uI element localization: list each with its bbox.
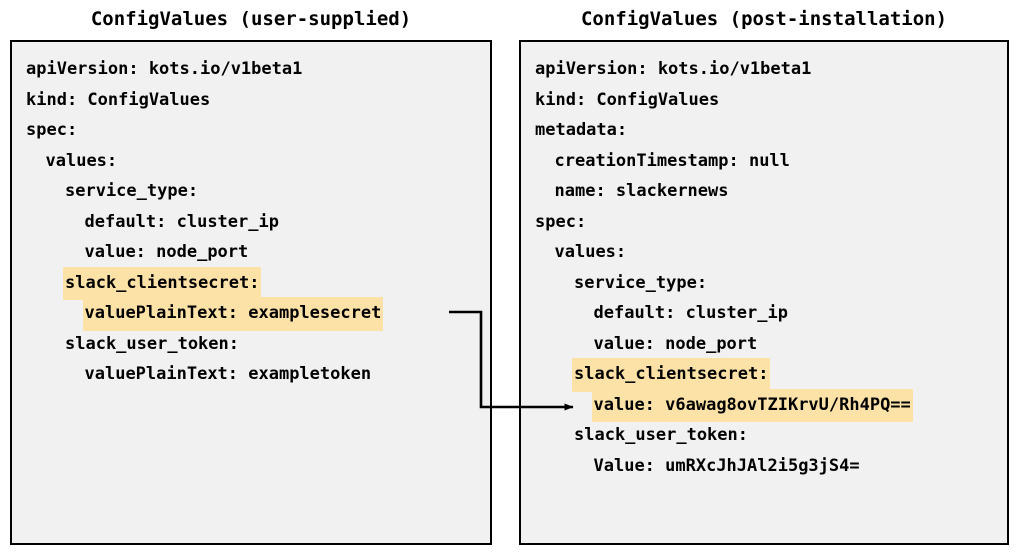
yaml-line: name: slackernews: [521, 175, 1007, 206]
yaml-line-text: kind: ConfigValues: [535, 89, 720, 110]
yaml-line: default: cluster_ip: [521, 297, 1007, 328]
yaml-line-text: values:: [45, 150, 118, 171]
yaml-line-text: default: cluster_ip: [593, 303, 788, 323]
yaml-line-text: service_type:: [574, 272, 708, 293]
yaml-box-post-installation: apiVersion: kots.io/v1beta1 kind: ConfigV…: [519, 40, 1009, 545]
yaml-box-user-supplied: apiVersion: kots.io/v1beta1 kind: ConfigV…: [10, 40, 492, 545]
yaml-line-text: slack_clientsecret:: [63, 266, 262, 300]
yaml-line-text: kind: ConfigValues: [26, 89, 211, 110]
yaml-line: metadata:: [521, 114, 1007, 145]
yaml-content-post-installation: apiVersion: kots.io/v1beta1 kind: ConfigV…: [521, 53, 1007, 480]
yaml-line-text: apiVersion: kots.io/v1beta1: [26, 59, 303, 79]
yaml-line: creationTimestamp: null: [521, 145, 1007, 176]
yaml-line: slack_user_token:: [521, 419, 1007, 450]
yaml-content-user-supplied: apiVersion: kots.io/v1beta1 kind: ConfigV…: [12, 53, 490, 389]
yaml-line: service_type:: [521, 267, 1007, 298]
yaml-line-text: default: cluster_ip: [84, 211, 279, 232]
yaml-line: spec:: [521, 206, 1007, 237]
yaml-line-text: name: slackernews: [554, 181, 729, 201]
yaml-line: kind: ConfigValues: [12, 84, 490, 115]
yaml-line: values:: [12, 145, 490, 176]
panel-title-user-supplied: ConfigValues (user-supplied): [90, 8, 412, 30]
yaml-line-text: value: node_port: [84, 242, 249, 262]
yaml-line: default: cluster_ip: [12, 206, 490, 237]
yaml-line-text: values:: [554, 242, 627, 262]
yaml-line-text: apiVersion: kots.io/v1beta1: [535, 59, 812, 79]
yaml-line-text: Value: umRXcJhJAl2i5g3jS4=: [593, 455, 860, 476]
yaml-line: values:: [521, 236, 1007, 267]
yaml-line-text: valuePlainText: exampletoken: [84, 364, 372, 384]
yaml-line: slack_clientsecret:: [521, 358, 1007, 392]
yaml-line-text: creationTimestamp: null: [554, 150, 790, 171]
panel-title-post-installation: ConfigValues (post-installation): [580, 8, 948, 30]
yaml-line: kind: ConfigValues: [521, 84, 1007, 115]
yaml-line: valuePlainText: exampletoken: [12, 358, 490, 389]
yaml-line: valuePlainText: examplesecret: [12, 297, 490, 331]
yaml-line: service_type:: [12, 175, 490, 206]
yaml-line: slack_clientsecret:: [12, 266, 490, 300]
yaml-line: apiVersion: kots.io/v1beta1: [521, 53, 1007, 84]
yaml-line: Value: umRXcJhJAl2i5g3jS4=: [521, 450, 1007, 481]
yaml-line: value: node_port: [521, 328, 1007, 359]
yaml-line-text: spec:: [26, 120, 78, 140]
yaml-line: apiVersion: kots.io/v1beta1: [12, 53, 490, 84]
yaml-line-text: value: node_port: [593, 333, 758, 354]
yaml-line: spec:: [12, 114, 490, 145]
yaml-line: value: v6awag8ovTZIKrvU/Rh4PQ==: [521, 388, 1007, 422]
yaml-line-text: valuePlainText: examplesecret: [82, 297, 384, 331]
yaml-line: value: node_port: [12, 236, 490, 267]
yaml-line-text: metadata:: [535, 120, 628, 140]
yaml-line-text: value: v6awag8ovTZIKrvU/Rh4PQ==: [591, 388, 913, 422]
yaml-line-text: slack_clientsecret:: [572, 358, 771, 392]
yaml-line-text: service_type:: [65, 181, 199, 201]
yaml-line: slack_user_token:: [12, 328, 490, 359]
yaml-line-text: slack_user_token:: [65, 333, 239, 354]
yaml-line-text: spec:: [535, 211, 587, 232]
yaml-line-text: slack_user_token:: [574, 425, 748, 445]
